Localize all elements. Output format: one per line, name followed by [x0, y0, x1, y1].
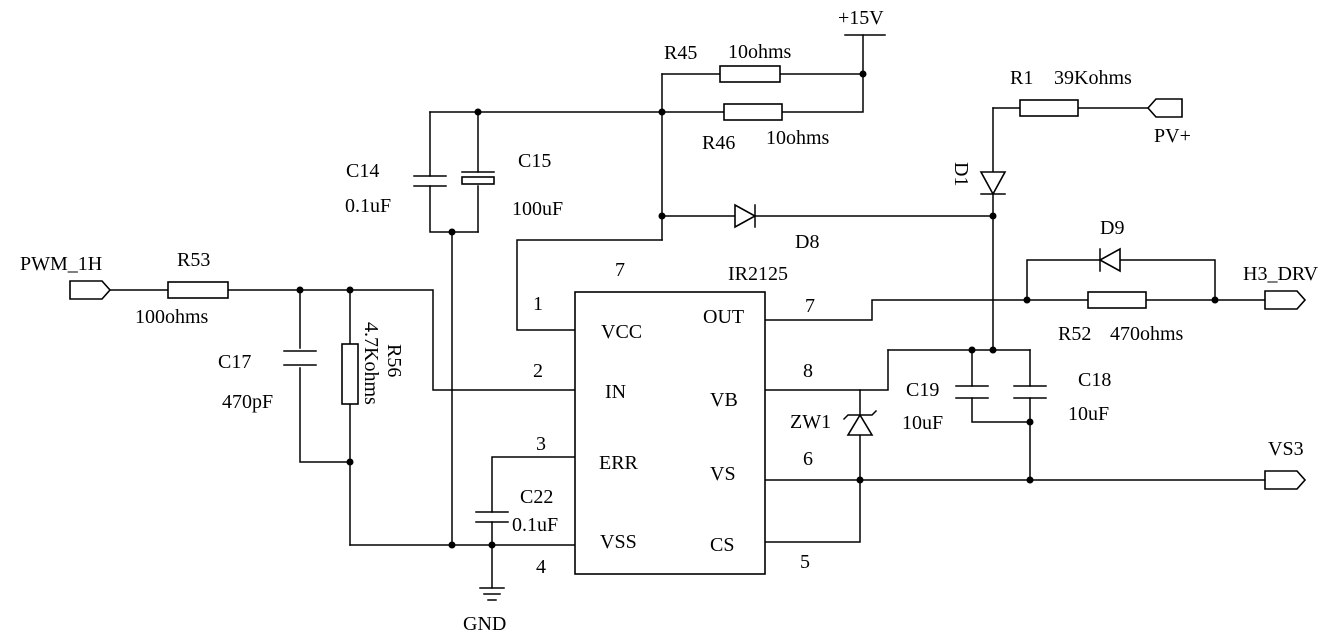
diode-d9 — [1098, 247, 1121, 273]
pin-number-5: 5 — [800, 551, 810, 573]
ic-pin-vss: VSS — [600, 531, 637, 553]
junction-dot — [1026, 476, 1034, 484]
junction-dot — [658, 212, 666, 220]
pin-number-1: 1 — [533, 293, 543, 315]
label-c19: C19 — [906, 379, 939, 401]
label-c18: C18 — [1078, 369, 1111, 391]
port-vs3 — [1264, 470, 1307, 490]
label-h3-drv: H3_DRV — [1243, 263, 1319, 285]
junction-dot — [296, 286, 304, 294]
ic-pin-cs: CS — [710, 534, 734, 556]
ic-pin-vb: VB — [710, 389, 738, 411]
ir2125-ic-body — [574, 291, 766, 575]
resistor-r53 — [167, 281, 229, 299]
label-d9: D9 — [1100, 217, 1124, 239]
label-r45-value: 10ohms — [728, 41, 792, 63]
junction-dot — [658, 108, 666, 116]
label-r45: R45 — [664, 42, 697, 64]
ic-pin-out: OUT — [703, 306, 744, 328]
label-c15-value: 100uF — [512, 198, 563, 220]
capacitor-c19 — [955, 385, 989, 399]
junction-dot — [448, 541, 456, 549]
port-h3-drv — [1264, 290, 1307, 310]
pin-number-2: 2 — [533, 360, 543, 382]
label-c19-value: 10uF — [902, 412, 943, 434]
label-c17: C17 — [218, 351, 251, 373]
junction-dot — [448, 228, 456, 236]
junction-dot — [346, 458, 354, 466]
port-pwm-1h — [69, 280, 112, 300]
pin-number-3: 3 — [536, 433, 546, 455]
capacitor-c22 — [475, 511, 509, 523]
label-r52-value: 470ohms — [1110, 323, 1184, 345]
label-r56: R56 — [383, 344, 405, 377]
port-pv-plus — [1146, 98, 1183, 118]
label-d1: D1 — [950, 162, 972, 186]
label-vs3: VS3 — [1268, 438, 1304, 460]
pin-number-4: 4 — [536, 556, 546, 578]
capacitor-c15-polarized — [461, 171, 495, 185]
label-pv-plus: PV+ — [1154, 125, 1191, 147]
ground-symbol — [479, 587, 505, 601]
capacitor-c17 — [283, 350, 317, 366]
resistor-r56 — [341, 343, 359, 405]
diode-d1 — [979, 171, 1007, 196]
label-c17-value: 470pF — [222, 391, 273, 413]
label-r46-value: 10ohms — [766, 127, 830, 149]
ic-pin-vs: VS — [710, 463, 736, 485]
junction-dot — [1211, 296, 1219, 304]
label-plus-15v: +15V — [838, 7, 884, 29]
wires — [109, 34, 1266, 589]
label-c14-value: 0.1uF — [345, 195, 391, 217]
junction-dot — [968, 346, 976, 354]
ic-pin-in: IN — [605, 381, 626, 403]
resistor-r52 — [1087, 291, 1147, 309]
label-c15: C15 — [518, 150, 551, 172]
label-c14: C14 — [346, 160, 379, 182]
label-zw1: ZW1 — [790, 411, 831, 433]
junction-dot — [346, 286, 354, 294]
pin-number-7-top: 7 — [615, 259, 625, 281]
resistor-r45 — [719, 65, 781, 83]
label-r53-value: 100ohms — [135, 306, 209, 328]
junction-dot — [1026, 418, 1034, 426]
label-c22: C22 — [520, 486, 553, 508]
ic-labels: IR2125 VCC IN ERR VSS OUT VB VS CS 1 2 3… — [533, 259, 815, 578]
label-r1: R1 — [1010, 67, 1033, 89]
ic-pin-vcc: VCC — [601, 321, 642, 343]
capacitor-c14 — [413, 175, 447, 187]
resistor-r46 — [723, 103, 783, 121]
component-labels: PWM_1H R53 100ohms C17 470pF R56 4.7Kohm… — [20, 7, 1319, 635]
junction-dot — [856, 476, 864, 484]
zener-diode-zw1 — [842, 409, 878, 436]
capacitor-c18 — [1013, 385, 1047, 399]
resistor-r1 — [1019, 99, 1079, 117]
junction-dot — [989, 212, 997, 220]
junction-dot — [1023, 296, 1031, 304]
label-r53: R53 — [177, 249, 210, 271]
diode-d8 — [734, 203, 757, 229]
pin-number-7-out: 7 — [805, 295, 815, 317]
ic-pin-err: ERR — [599, 452, 639, 474]
junction-dot — [474, 108, 482, 116]
label-r46: R46 — [702, 132, 735, 154]
label-r52: R52 — [1058, 323, 1091, 345]
label-c18-value: 10uF — [1068, 403, 1109, 425]
label-r1-value: 39Kohms — [1054, 67, 1132, 89]
junction-dot — [989, 346, 997, 354]
label-gnd: GND — [463, 613, 506, 635]
junction-dots — [296, 70, 1219, 549]
pin-number-8: 8 — [803, 360, 813, 382]
label-c22-value: 0.1uF — [512, 514, 558, 536]
label-d8: D8 — [795, 231, 819, 253]
junction-dot — [488, 541, 496, 549]
label-r56-value: 4.7Kohms — [360, 322, 382, 405]
ic-name: IR2125 — [728, 263, 788, 285]
junction-dot — [859, 70, 867, 78]
pin-number-6: 6 — [803, 448, 813, 470]
label-pwm-1h: PWM_1H — [20, 253, 102, 275]
